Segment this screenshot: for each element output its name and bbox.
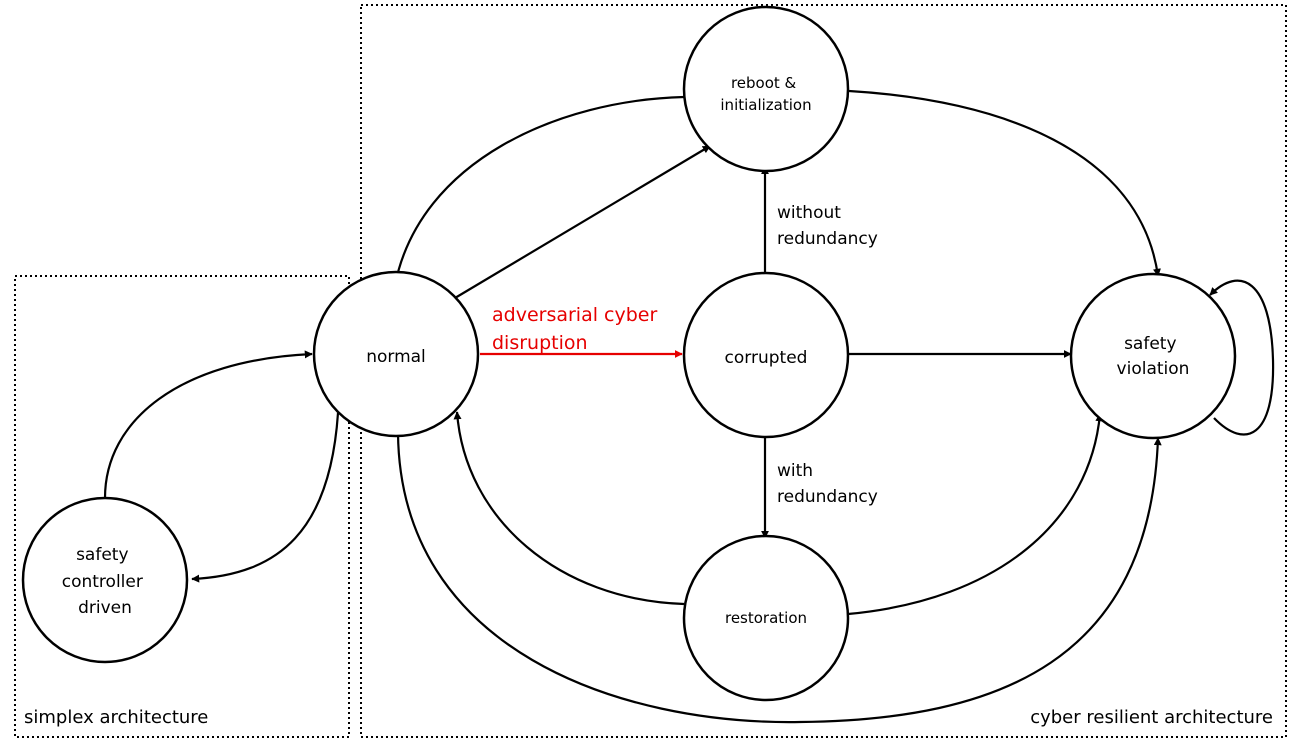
node-corrupted (682, 271, 850, 439)
edge-label-without-redundancy: without redundancy (777, 203, 878, 249)
cyber-resilient-architecture-frame (360, 4, 1287, 738)
simplex-architecture-frame (14, 275, 350, 738)
edge-normal-to-reboot (454, 145, 711, 299)
node-safety-violation-label-line-2: violation (1117, 359, 1190, 379)
edge-label-adversarial: adversarial cyber disruption (492, 304, 663, 354)
edge-label-adversarial-line-1: adversarial cyber (492, 304, 657, 326)
node-normal-label: normal (366, 347, 426, 367)
node-reboot-label-line-1: reboot & (731, 74, 797, 92)
edge-label-with-redundancy-line-1: with (777, 461, 813, 481)
node-safety-violation-label-line-1: safety (1124, 334, 1176, 354)
node-restoration (682, 534, 850, 702)
edge-normal-to-safety-controller (191, 412, 340, 583)
edge-label-without-redundancy-line-1: without (777, 203, 841, 223)
simplex-architecture-label: simplex architecture (24, 707, 208, 728)
edge-label-adversarial-line-2: disruption (492, 332, 588, 354)
edge-reboot-to-normal (392, 95, 685, 286)
node-safety-controller-label-line-2: controller (62, 572, 143, 592)
node-reboot-label: reboot & initialization (720, 74, 811, 114)
edge-label-with-redundancy: with redundancy (777, 461, 878, 507)
edge-safety-violation-self-loop (1209, 279, 1275, 436)
node-safety-controller-label-line-3: driven (78, 598, 132, 618)
node-reboot-label-line-2: initialization (720, 96, 811, 114)
node-safety-controller-label: safety controller driven (62, 545, 149, 618)
node-safety-violation (1069, 272, 1237, 440)
node-corrupted-label: corrupted (725, 348, 808, 368)
cyber-resilient-architecture-label: cyber resilient architecture (1030, 707, 1273, 728)
node-normal (312, 270, 480, 438)
node-restoration-label: restoration (725, 609, 807, 627)
edge-normal-to-safety-violation (396, 432, 1162, 724)
node-safety-controller-driven (21, 496, 189, 664)
node-reboot-initialization (682, 5, 850, 173)
node-safety-violation-label: safety violation (1117, 334, 1190, 379)
edge-restoration-to-safety-violation (847, 413, 1104, 616)
node-safety-controller-label-line-1: safety (76, 545, 128, 565)
edge-restoration-to-normal (453, 411, 685, 606)
edge-reboot-to-safety-violation (848, 89, 1161, 277)
edge-safety-controller-to-normal (103, 350, 313, 499)
edge-label-without-redundancy-line-2: redundancy (777, 229, 878, 249)
edge-label-with-redundancy-line-2: redundancy (777, 487, 878, 507)
